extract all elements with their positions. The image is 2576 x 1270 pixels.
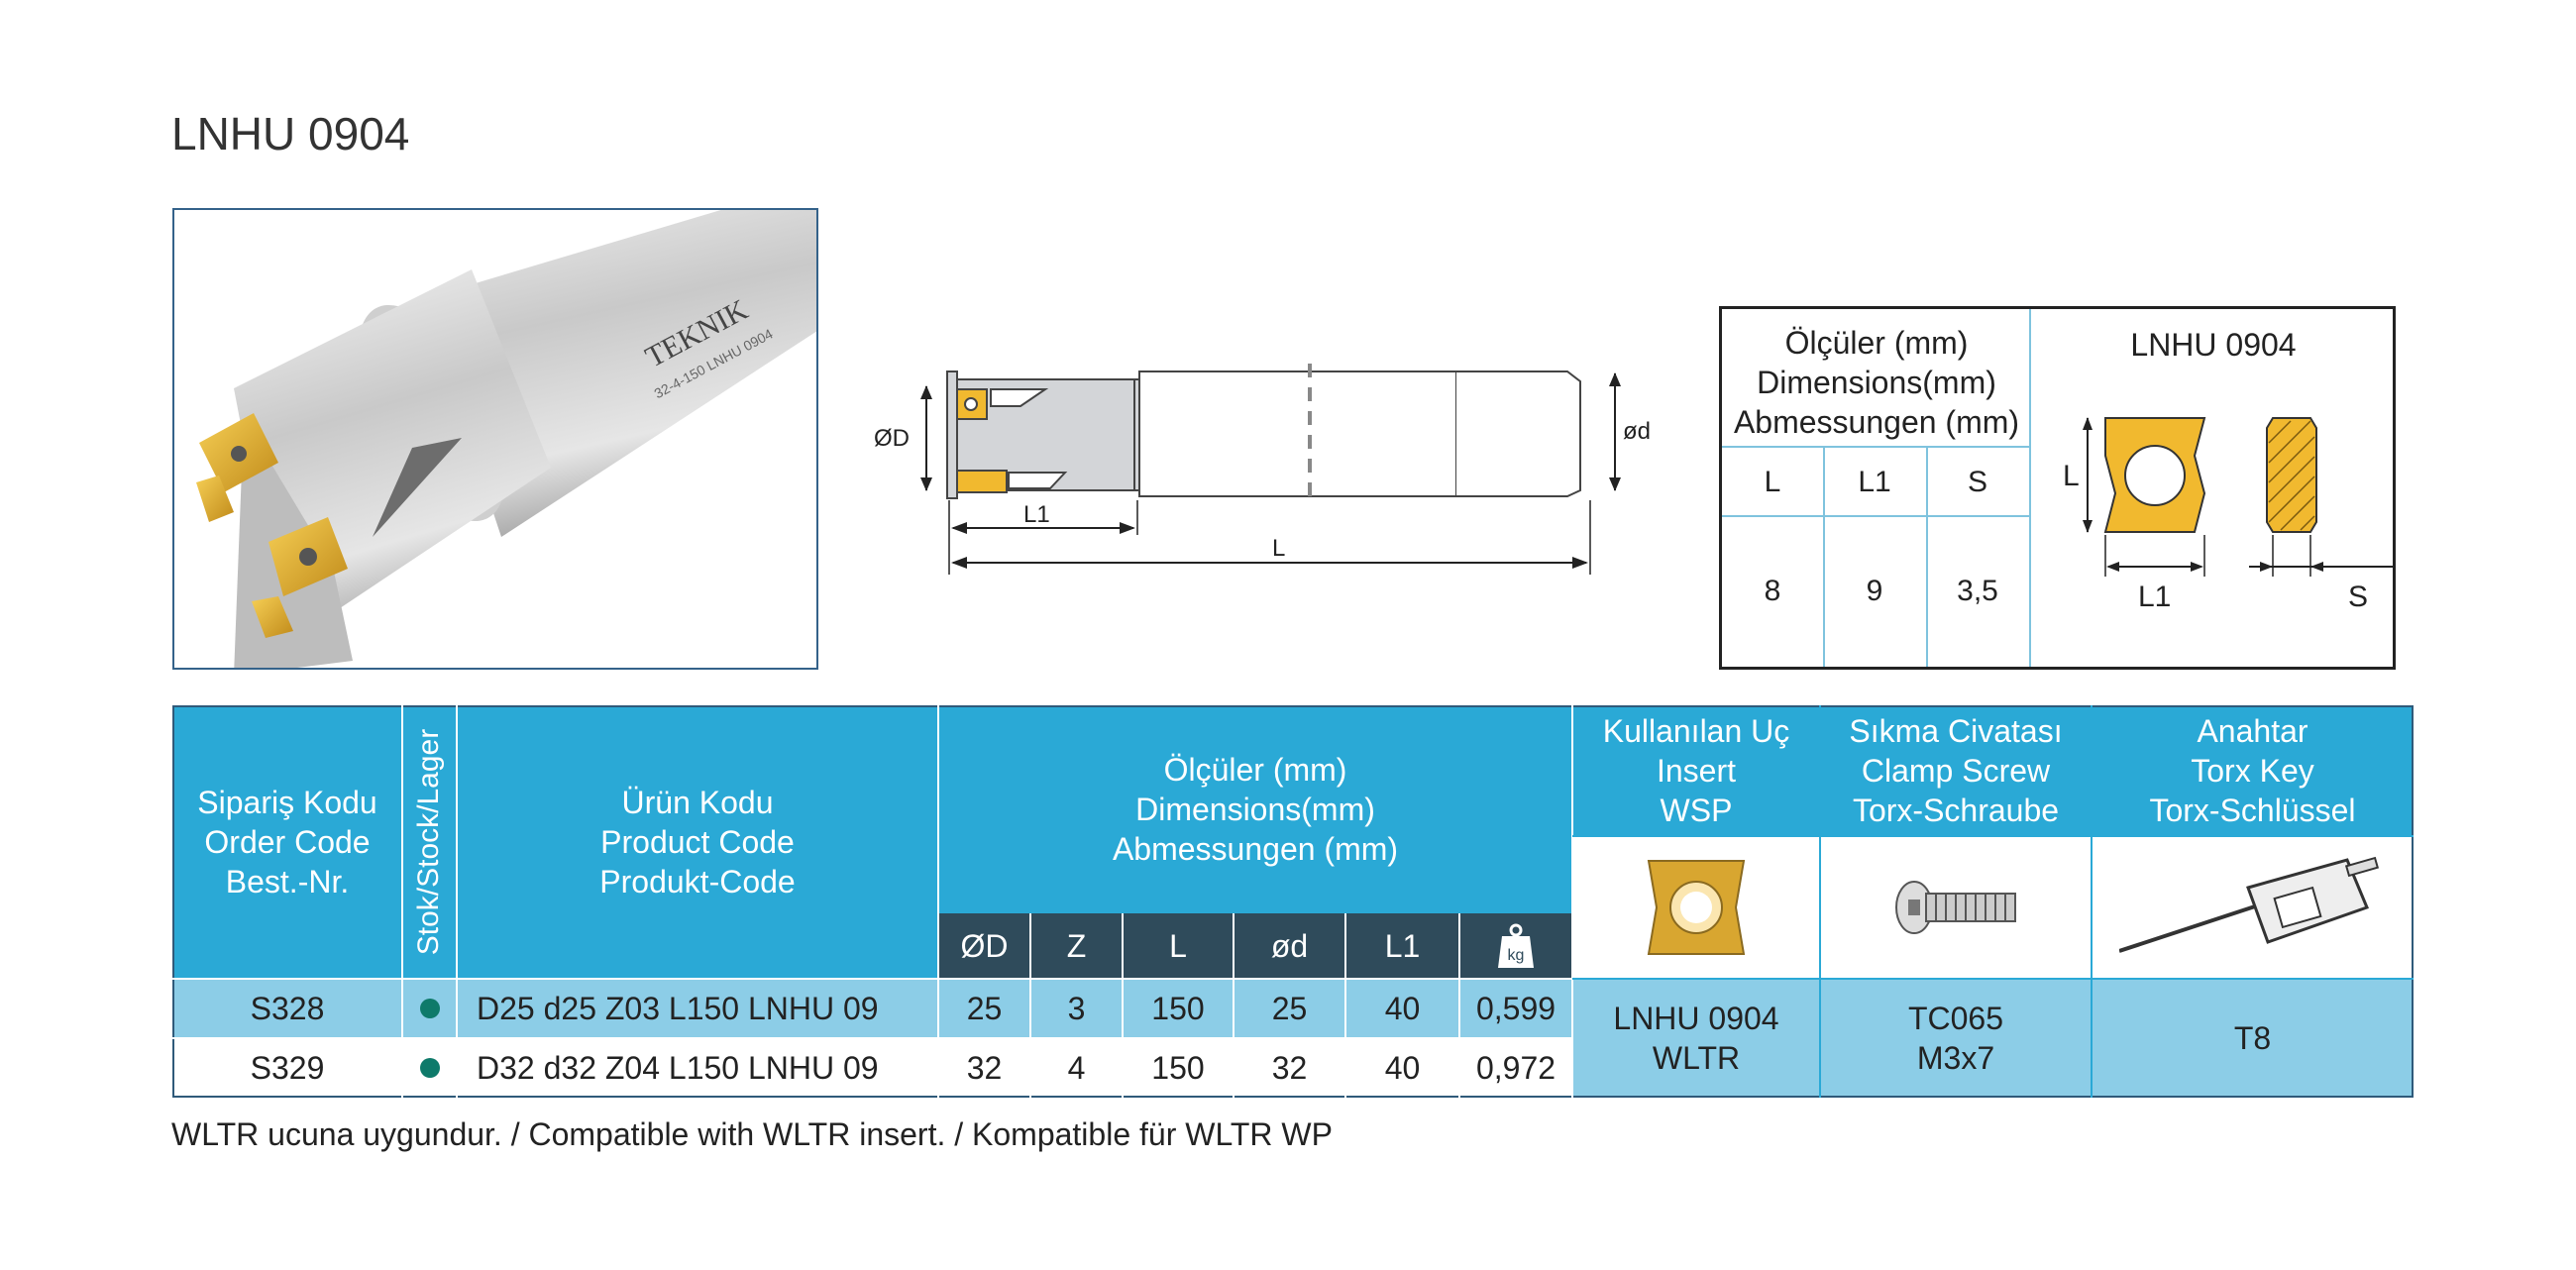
insert-dims-header: Ölçüler (mm) Dimensions(mm) Abmessungen … [1722,309,2031,446]
insert-dims-header-line: Dimensions(mm) [1757,365,1996,400]
fig-label-L1: L1 [2138,581,2171,613]
header-line: WSP [1660,793,1733,828]
insert-side-view [2266,417,2317,533]
col-header-L1: L1 [1384,927,1421,964]
insert-dimension-box: Ölçüler (mm) Dimensions(mm) Abmessungen … [1719,306,2396,670]
col-header-L: L [1169,927,1187,964]
weight-icon: kg [1459,913,1572,979]
header-line: Kullanılan Uç [1602,713,1790,749]
row1-stock-dot [402,979,457,1038]
fig-label-S: S [2348,581,2368,613]
dim-col-S: S [1967,466,1987,498]
product-table: Sipariş Kodu Order Code Best.-Nr. Stok/S… [172,705,2414,1098]
row2-D: 32 [966,1049,1003,1086]
header-line: Sipariş Kodu [197,785,377,820]
key-header: Anahtar Torx Key Torx-Schlüssel [2092,705,2414,836]
row2-weight: 0,972 [1475,1049,1556,1086]
row2-product-code: D32 d32 Z04 L150 LNHU 09 [477,1049,879,1086]
dim-value-S: 3,5 [1957,575,1998,607]
product-photo: TEKNIK 32-4-150 LNHU 0904 [172,208,818,670]
header-line: Clamp Screw [1861,753,2051,789]
row1-Z: 3 [1067,990,1086,1026]
header-line: Torx-Schlüssel [2149,793,2356,828]
header-line: Product Code [600,824,795,860]
row1-weight: 0,599 [1475,990,1556,1026]
row2-L1: 40 [1384,1049,1421,1086]
product-code-header: Ürün Kodu Product Code Produkt-Code [457,705,938,979]
row2-L: 150 [1151,1049,1205,1086]
header-line: Sıkma Civatası [1849,713,2063,749]
header-line: Order Code [204,824,371,860]
dim-value-L1: 9 [1866,575,1883,607]
row2-Z: 4 [1067,1049,1086,1086]
row1-product-code: D25 d25 Z03 L150 LNHU 09 [477,990,879,1026]
fig-label-L: L [2063,460,2080,492]
header-line: Best.-Nr. [225,864,350,900]
header-line: Produkt-Code [599,864,796,900]
header-line: Anahtar [2197,713,2308,749]
insert-header: Kullanılan Uç Insert WSP [1572,705,1820,836]
insert-part-line: WLTR [1652,1040,1741,1076]
screw-header: Sıkma Civatası Clamp Screw Torx-Schraube [1820,705,2092,836]
row1-L1: 40 [1384,990,1421,1026]
row1-order-code: S328 [250,990,325,1026]
footer-note: WLTR ucuna uygundur. / Compatible with W… [171,1116,1333,1152]
row2-order-code: S329 [250,1049,325,1086]
drawing-label-d: ød [1623,418,1651,445]
row2-d: 32 [1271,1049,1308,1086]
header-line: Torx-Schraube [1852,793,2060,828]
torx-key-image [2092,836,2414,979]
col-header-d: ød [1270,927,1309,964]
screw-part-line: TC065 [1907,1001,2004,1036]
row2-stock-dot [402,1038,457,1098]
screw-part-line: M3x7 [1916,1040,1995,1076]
header-line: Insert [1656,753,1737,789]
dim-col-L: L [1764,466,1781,498]
insert-part-line: LNHU 0904 [1613,1001,1779,1036]
weight-icon-label: kg [1508,947,1525,964]
drawing-label-D: ØD [874,425,910,452]
header-line: Abmessungen (mm) [1112,831,1399,867]
col-header-Z: Z [1066,927,1087,964]
dimensions-header: Ölçüler (mm) Dimensions(mm) Abmessungen … [938,705,1572,913]
insert-image [1572,836,1820,979]
header-line: Ürün Kodu [621,785,774,820]
row1-L: 150 [1151,990,1205,1026]
screw-part-cell: TC065 M3x7 [1820,979,2092,1098]
insert-part-cell: LNHU 0904 WLTR [1572,979,1820,1098]
order-code-header: Sipariş Kodu Order Code Best.-Nr. [172,705,402,979]
col-header-D: ØD [960,927,1009,964]
screw-image [1820,836,2092,979]
drawing-label-L1: L1 [1023,501,1050,528]
dim-value-L: 8 [1764,575,1781,607]
row1-d: 25 [1271,990,1308,1026]
header-line: Ölçüler (mm) [1163,752,1347,788]
dim-col-L1: L1 [1858,466,1891,498]
header-line: Torx Key [2191,753,2314,789]
insert-dims-header-line: Abmessungen (mm) [1733,404,2020,440]
insert-name: LNHU 0904 [2130,327,2297,363]
row1-D: 25 [966,990,1003,1026]
insert-dims-header-line: Ölçüler (mm) [1784,325,1969,361]
page-title: LNHU 0904 [171,108,410,159]
key-part-cell: T8 [2233,1019,2272,1056]
header-line: Dimensions(mm) [1135,792,1375,827]
tool-drawing: ØD ød L1 L [862,352,1684,589]
drawing-label-L: L [1272,535,1285,562]
